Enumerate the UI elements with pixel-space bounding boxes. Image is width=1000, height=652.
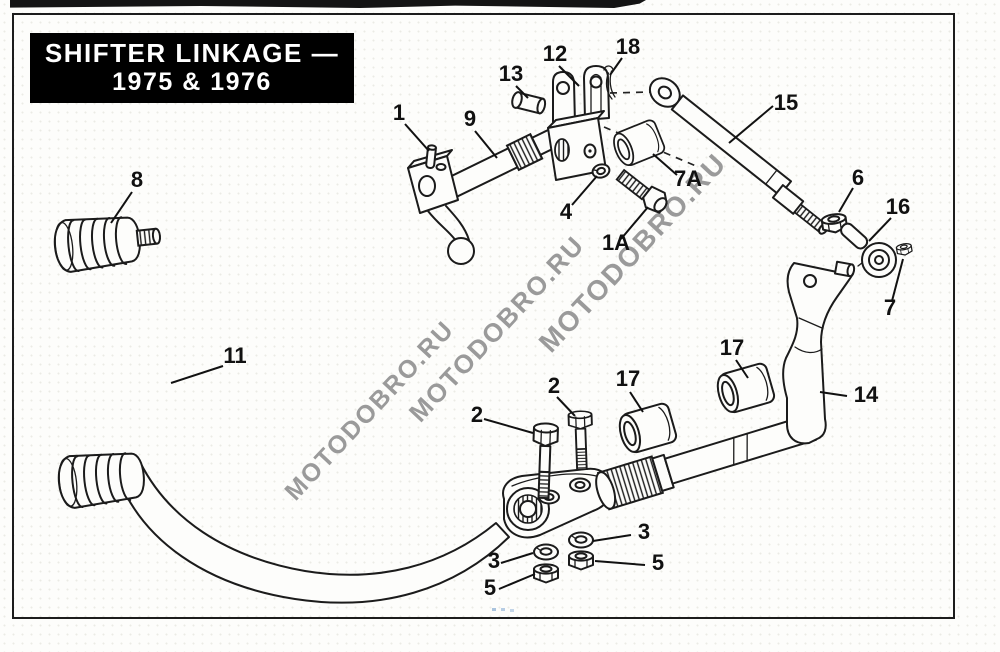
callout-3-left: 3 bbox=[488, 548, 500, 573]
callout-1: 1 bbox=[393, 100, 405, 125]
part-washer-4 bbox=[591, 163, 611, 179]
callout-1a: 1A bbox=[602, 230, 630, 255]
part-pin-1 bbox=[425, 144, 437, 170]
part-pin-13 bbox=[511, 91, 547, 115]
diagram-border-frame bbox=[12, 13, 955, 619]
title-line-2: 1975 & 1976 bbox=[112, 68, 272, 97]
part-rod-end-16 bbox=[840, 222, 897, 278]
callout-labels: 1 9 13 12 18 15 7A 4 1A 6 16 7 8 11 2 2 … bbox=[131, 34, 910, 600]
part-bolt-2-right bbox=[567, 409, 595, 471]
callout-4: 4 bbox=[560, 199, 573, 224]
callout-16: 16 bbox=[886, 194, 910, 219]
part-bushing-17-left bbox=[614, 401, 679, 457]
callout-14: 14 bbox=[854, 382, 879, 407]
callout-17-right: 17 bbox=[720, 335, 744, 360]
callout-7a: 7A bbox=[674, 166, 702, 191]
part-shifter-shaft-9 bbox=[407, 124, 568, 265]
scan-artifact-top-bar bbox=[10, 0, 646, 8]
leader-lines bbox=[110, 57, 904, 590]
part-link-rod-15 bbox=[648, 77, 829, 235]
part-nut-7 bbox=[895, 242, 914, 257]
callout-8: 8 bbox=[131, 167, 143, 192]
callout-2-right: 2 bbox=[548, 373, 560, 398]
callout-18: 18 bbox=[616, 34, 640, 59]
callout-5-left: 5 bbox=[484, 575, 496, 600]
callout-7: 7 bbox=[884, 295, 896, 320]
callout-15: 15 bbox=[774, 90, 798, 115]
part-washer-3-left bbox=[533, 543, 559, 561]
part-nut-5-left bbox=[533, 563, 559, 584]
callout-5-right: 5 bbox=[652, 550, 664, 575]
part-bushing-17-right bbox=[712, 361, 777, 417]
callout-17-left: 17 bbox=[616, 366, 640, 391]
part-clevis-12 bbox=[547, 65, 610, 181]
part-footpeg-8 bbox=[51, 211, 162, 275]
part-shift-lever-11 bbox=[55, 447, 510, 604]
callout-9: 9 bbox=[464, 106, 476, 131]
part-lever-clamp-end bbox=[502, 467, 613, 539]
part-nut-5-right bbox=[568, 550, 594, 571]
part-washer-3-right bbox=[568, 531, 594, 549]
callout-11: 11 bbox=[223, 343, 246, 368]
title-block: SHIFTER LINKAGE — 1975 & 1976 bbox=[30, 33, 354, 103]
scan-artifact-dots bbox=[492, 608, 496, 611]
part-bushing-7a bbox=[608, 117, 668, 170]
callout-6: 6 bbox=[852, 165, 864, 190]
part-lever-14 bbox=[782, 258, 868, 445]
callout-13: 13 bbox=[499, 61, 523, 86]
callout-2-left: 2 bbox=[471, 402, 483, 427]
callout-12: 12 bbox=[543, 41, 567, 66]
title-line-1: SHIFTER LINKAGE — bbox=[44, 38, 340, 69]
part-bolt-1a bbox=[615, 168, 668, 214]
callout-3-right: 3 bbox=[638, 519, 650, 544]
